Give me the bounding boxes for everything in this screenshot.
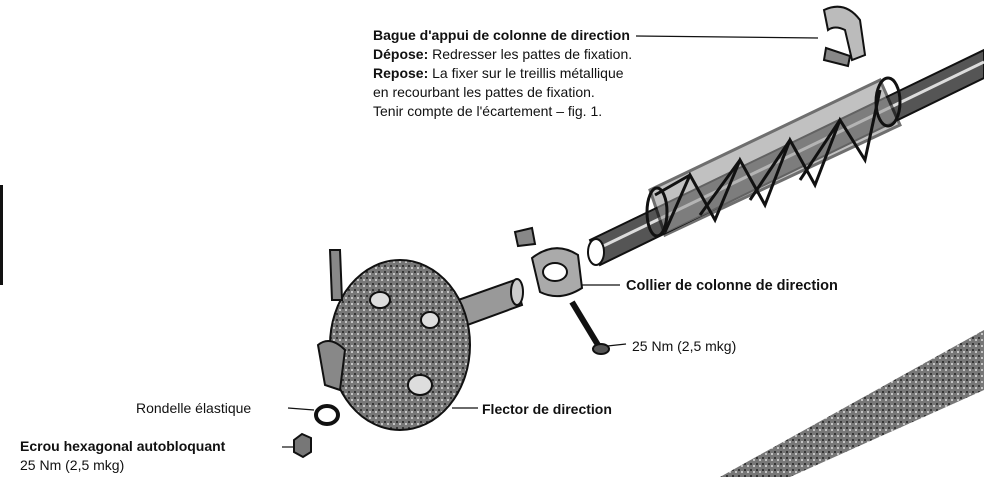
rondelle-part: [314, 404, 340, 426]
collier-torque: 25 Nm (2,5 mkg): [632, 338, 737, 354]
ecrou-torque: 25 Nm (2,5 mkg): [20, 457, 125, 473]
scan-edge: [0, 185, 3, 285]
collier-label: Collier de colonne de direction: [626, 278, 838, 294]
textured-bar: [720, 330, 984, 477]
bague-depose: Dépose: Redresser les pattes de fixation…: [373, 45, 632, 64]
depose-text: Redresser les pattes de fixation.: [428, 46, 633, 62]
collier-bolt: [569, 300, 610, 355]
bague-line5: Tenir compte de l'écartement – fig. 1.: [373, 103, 603, 119]
bague-repose: Repose: La fixer sur le treillis métalli…: [373, 64, 624, 83]
lattice-tube: [645, 76, 902, 238]
depose-label: Dépose:: [373, 46, 429, 62]
bague-appui-part: [822, 5, 867, 68]
bague-line4: en recourbant les pattes de fixation.: [373, 84, 595, 100]
bague-title: Bague d'appui de colonne de direction: [373, 27, 630, 43]
collier-part: [530, 247, 584, 298]
repose-text: La fixer sur le treillis métallique: [428, 65, 624, 81]
rondelle-label: Rondelle élastique: [136, 400, 252, 416]
flector-part: [316, 249, 471, 431]
ecrou-part: [293, 432, 312, 459]
ecrou-label: Ecrou hexagonal autobloquant: [20, 438, 226, 454]
repose-label: Repose:: [373, 65, 429, 81]
flector-label: Flector de direction: [482, 401, 612, 417]
small-insert-part: [513, 226, 537, 248]
